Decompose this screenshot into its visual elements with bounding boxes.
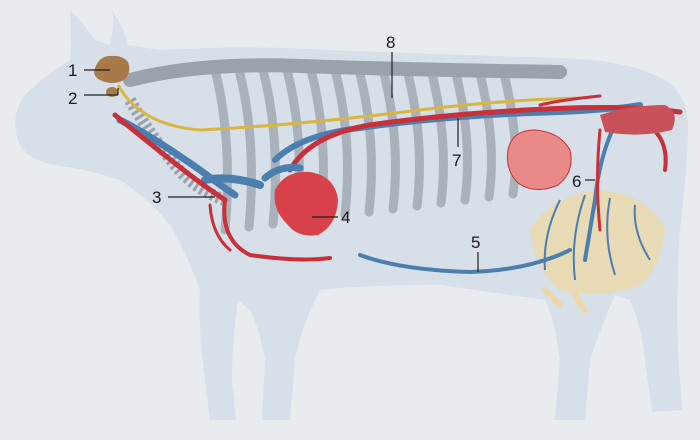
label-3: 3 — [152, 188, 161, 207]
label-1: 1 — [68, 61, 77, 80]
label-5: 5 — [471, 233, 480, 252]
label-2: 2 — [68, 89, 77, 108]
label-6: 6 — [572, 172, 581, 191]
label-8: 8 — [386, 33, 395, 52]
label-4: 4 — [341, 208, 350, 227]
label-7: 7 — [452, 151, 461, 170]
